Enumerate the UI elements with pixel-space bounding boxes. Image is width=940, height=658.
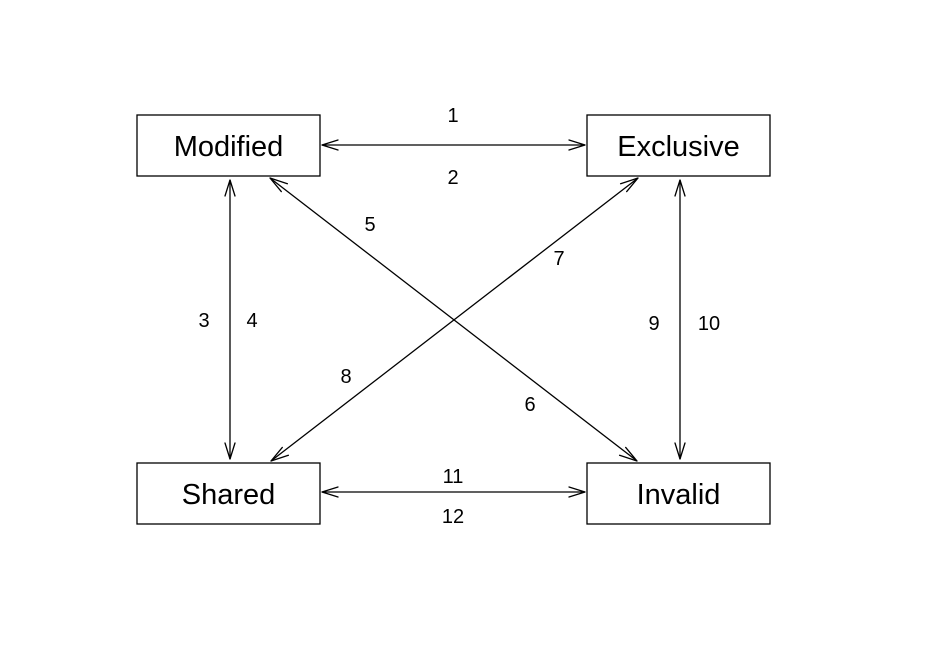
edge-exclusive-invalid [674,179,686,460]
state-label-shared: Shared [182,479,276,511]
arrow-head [321,486,339,498]
state-box-invalid [586,462,771,525]
transition-label-9: 9 [648,313,659,335]
arrow-head [270,446,290,462]
state-node-exclusive: Exclusive [586,114,771,177]
edge-exclusive-shared [270,177,639,462]
arrow-head [674,179,686,197]
arrow-head [321,139,339,151]
transition-label-1: 1 [447,105,458,127]
state-box-shared [136,462,321,525]
edge-line [270,177,639,462]
edge-modified-exclusive [321,139,586,151]
state-node-invalid: Invalid [586,462,771,525]
arrow-head [568,486,586,498]
arrow-head [224,179,236,197]
transition-label-6: 6 [524,394,535,416]
transition-label-8: 8 [340,366,351,388]
arrow-head [618,446,638,462]
state-label-invalid: Invalid [637,479,721,511]
transition-label-2: 2 [447,167,458,189]
edge-modified-shared [224,179,236,460]
arrow-head [674,442,686,460]
arrow-head [269,177,289,193]
state-label-modified: Modified [174,131,284,163]
arrow-head [568,139,586,151]
arrow-head [224,442,236,460]
state-node-shared: Shared [136,462,321,525]
state-label-exclusive: Exclusive [617,131,740,163]
state-node-modified: Modified [136,114,321,177]
transition-label-12: 12 [442,506,464,528]
transition-label-3: 3 [198,310,209,332]
transition-label-7: 7 [553,248,564,270]
transition-label-11: 11 [443,466,464,488]
edge-shared-invalid [321,486,586,498]
transition-label-4: 4 [246,310,257,332]
transition-label-5: 5 [364,214,375,236]
transition-label-10: 10 [698,313,720,335]
state-box-exclusive [586,114,771,177]
state-box-modified [136,114,321,177]
arrow-head [619,177,639,193]
